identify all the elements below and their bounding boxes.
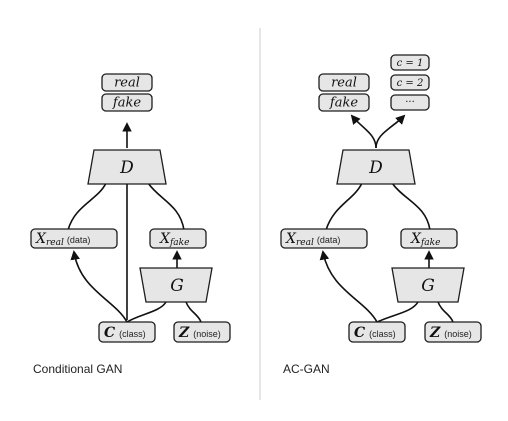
left-caption: Conditional GAN — [33, 362, 122, 376]
left-generator: G — [139, 267, 213, 303]
left-class-to-g-wire — [126, 301, 167, 323]
right-x-real-box: Xreal(data) — [280, 228, 368, 249]
right-class-output-more: ··· — [390, 94, 430, 111]
left-x-fake-label: Xfake — [159, 231, 189, 248]
right-class-to-g-wire — [376, 301, 419, 323]
right-noise-input: Z(noise) — [424, 321, 482, 343]
right-discriminator-label: D — [368, 158, 383, 178]
right-class-to-xreal-arrow — [319, 250, 378, 323]
left-noise-input: Z(noise) — [173, 321, 231, 343]
left-class-input-label: C(class) — [104, 325, 146, 341]
left-x-real-box: Xreal(data) — [30, 228, 118, 249]
left-discriminator-label: D — [119, 158, 134, 178]
right-output-real-label: real — [331, 76, 357, 91]
left-noise-to-g-wire — [185, 301, 202, 323]
left-x-fake-box: Xfake — [149, 228, 207, 249]
left-output-real: real — [101, 73, 153, 92]
left-xreal-to-d-wire — [67, 182, 107, 231]
left-output-fake: fake — [101, 93, 153, 112]
right-generator: G — [391, 267, 465, 303]
right-class-output-1: c = 1 — [390, 54, 430, 71]
right-discriminator: D — [336, 149, 416, 185]
left-xfake-to-d-wire — [147, 182, 185, 231]
left-discriminator: D — [87, 149, 167, 185]
left-output-real-label: real — [114, 76, 140, 91]
left-noise-input-label: Z(noise) — [178, 325, 221, 341]
right-wires — [319, 114, 454, 323]
right-d-to-source-arrow — [350, 114, 377, 149]
left-class-to-xreal-arrow — [70, 250, 128, 323]
right-class-output-1-label: c = 1 — [397, 58, 424, 69]
right-class-output-more-label: ··· — [405, 97, 415, 108]
right-output-real: real — [318, 73, 370, 92]
left-x-real-label: Xreal(data) — [35, 231, 90, 248]
conditional-gan-panel: real fake D Xreal(data) Xfake — [30, 73, 231, 376]
right-class-input: C(class) — [348, 321, 406, 343]
right-noise-input-label: Z(noise) — [429, 325, 472, 341]
right-class-input-label: C(class) — [354, 325, 396, 341]
right-d-to-class-arrow — [375, 114, 406, 149]
left-generator-label: G — [170, 276, 184, 296]
right-noise-to-g-wire — [437, 301, 454, 323]
right-class-output-2: c = 2 — [390, 74, 430, 91]
right-xreal-to-d-wire — [325, 182, 363, 231]
right-caption: AC-GAN — [283, 362, 330, 376]
right-output-fake-label: fake — [329, 96, 358, 111]
ac-gan-panel: real fake c = 1 c = 2 ··· D Xreal(d — [280, 54, 482, 376]
right-x-fake-label: Xfake — [410, 231, 440, 248]
right-x-fake-box: Xfake — [400, 228, 458, 249]
right-output-fake: fake — [318, 93, 370, 112]
left-wires — [67, 122, 202, 323]
right-x-real-label: Xreal(data) — [285, 231, 340, 248]
right-xfake-to-d-wire — [391, 182, 431, 231]
right-generator-label: G — [421, 276, 435, 296]
left-output-fake-label: fake — [112, 96, 141, 111]
left-class-input: C(class) — [98, 321, 156, 343]
right-class-output-2-label: c = 2 — [397, 78, 424, 89]
